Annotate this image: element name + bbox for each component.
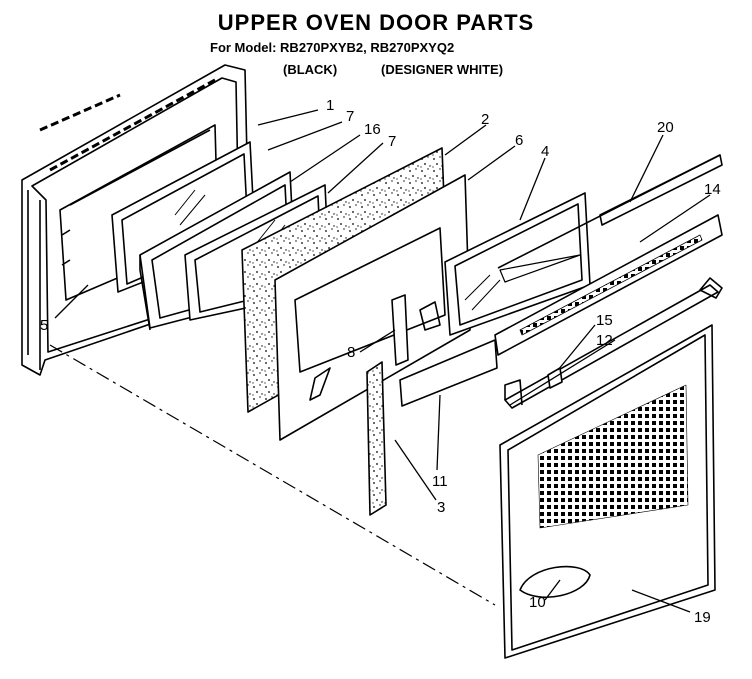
callout-6: 6 (515, 132, 523, 149)
vent-strip (494, 214, 723, 356)
retainer-clip (547, 367, 563, 389)
callout-4: 4 (541, 143, 549, 160)
diagram-title: UPPER OVEN DOOR PARTS (217, 10, 535, 35)
callout-5: 5 (40, 317, 48, 334)
callout-11: 11 (432, 473, 448, 490)
callout-20: 20 (657, 119, 674, 136)
outer-door-panel (499, 324, 716, 659)
inner-door-panel (274, 174, 471, 441)
callout-leaders (54, 109, 711, 613)
model-numbers: For Model: RB270PXYB2, RB270PXYQ2 (210, 40, 455, 55)
variant-designer-white: (DESIGNER WHITE) (381, 62, 504, 77)
alignment-line (49, 344, 496, 606)
callout-8: 8 (347, 344, 355, 361)
hinge-bracket (391, 294, 409, 366)
callout-10: 10 (529, 594, 546, 611)
side-trim-strip (366, 361, 387, 516)
callout-16: 16 (364, 121, 381, 138)
callout-19: 19 (694, 609, 711, 626)
callout-15: 15 (596, 312, 613, 329)
top-trim (497, 154, 723, 269)
callout-14: 14 (704, 181, 721, 198)
callout-1: 1 (326, 97, 334, 114)
callout-3: 3 (437, 499, 445, 516)
callout-12: 12 (596, 332, 613, 349)
handle-plate (399, 339, 498, 407)
callout-7-middle: 7 (388, 133, 396, 150)
callout-7-upper: 7 (346, 108, 354, 125)
variant-black: (BLACK) (283, 62, 338, 77)
callout-2: 2 (481, 111, 489, 128)
